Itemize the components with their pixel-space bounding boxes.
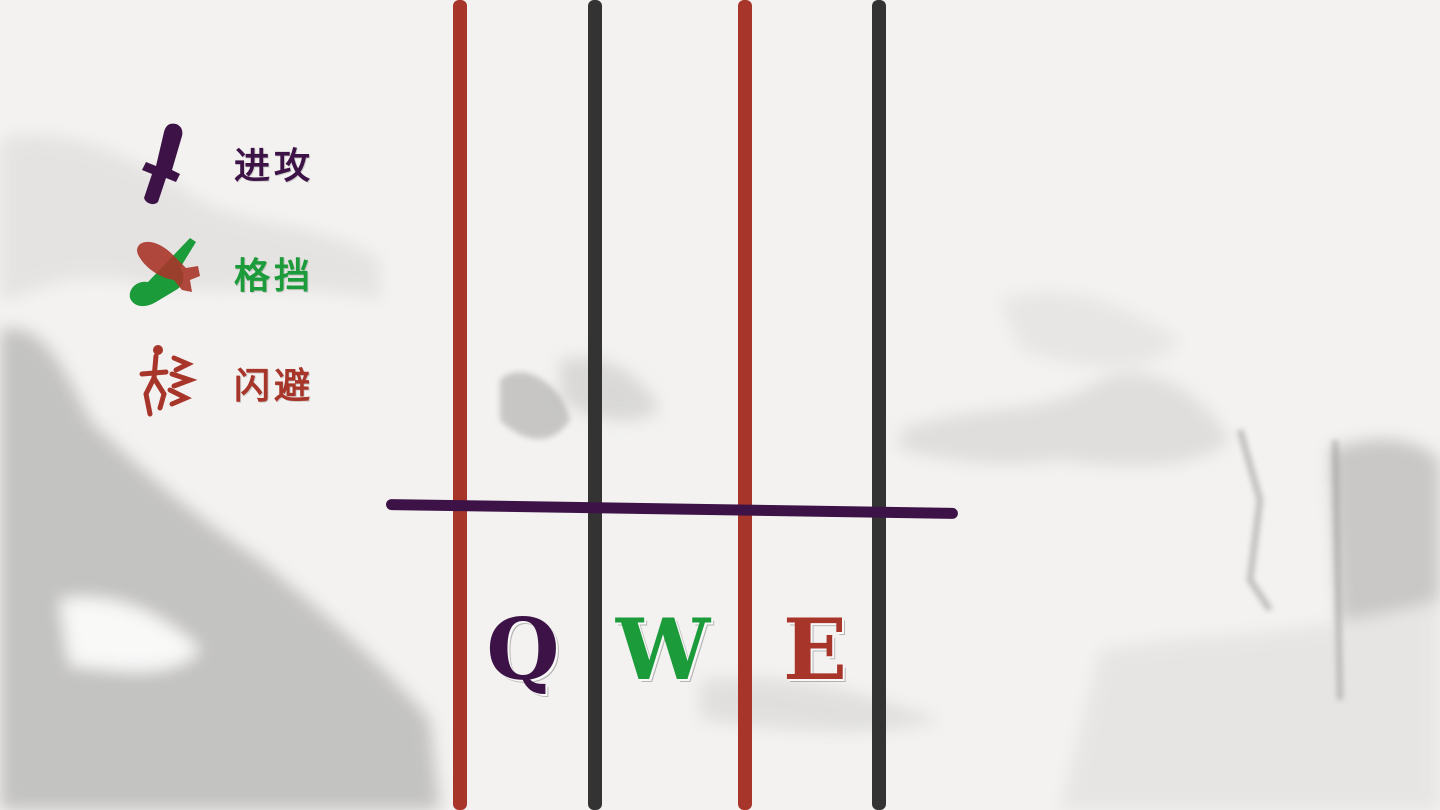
key-e-label: E bbox=[782, 600, 848, 699]
sword-icon bbox=[142, 123, 183, 205]
legend-label-attack: 进攻 bbox=[234, 145, 315, 187]
lane-line-dark-2 bbox=[872, 0, 886, 810]
legend-row-attack: 进攻 bbox=[120, 118, 360, 208]
lane-line-red-1 bbox=[453, 0, 467, 810]
legend-label-block: 格挡 bbox=[234, 255, 315, 297]
shield-sword-icon bbox=[129, 238, 200, 307]
key-w-label: W bbox=[615, 600, 711, 699]
key-q-label: Q bbox=[486, 600, 560, 699]
legend-row-dodge: 闪避 bbox=[120, 338, 360, 428]
legend-row-block: 格挡 bbox=[120, 228, 360, 318]
legend-label-dodge: 闪避 bbox=[234, 365, 315, 407]
lane-line-dark-1 bbox=[588, 0, 602, 810]
lane-line-red-2 bbox=[738, 0, 752, 810]
dodge-figure-icon bbox=[139, 345, 198, 417]
